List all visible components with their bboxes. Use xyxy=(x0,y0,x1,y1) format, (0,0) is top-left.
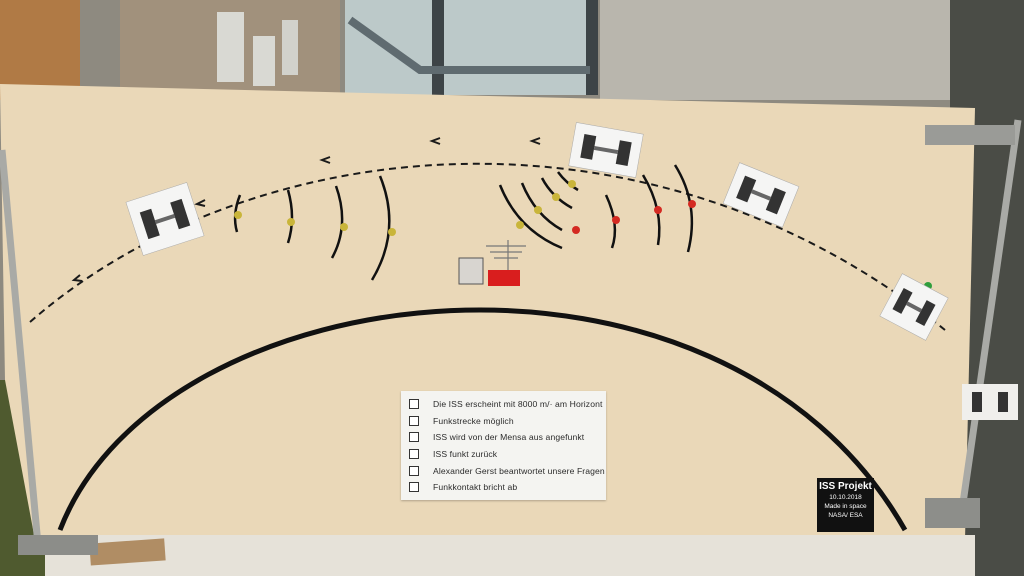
earth-horizon-arc xyxy=(57,307,908,532)
checklist-row: Alexander Gerst beantwortet unsere Frage… xyxy=(409,462,605,479)
building-icon xyxy=(458,257,484,285)
pin-yellow xyxy=(234,211,242,219)
cardboard-piece xyxy=(89,538,166,566)
pin-red xyxy=(572,226,580,234)
pin-yellow xyxy=(534,206,542,214)
iss-satellite-icon xyxy=(722,162,800,228)
project-date: 10.10.2018 xyxy=(829,494,862,501)
pin-yellow xyxy=(388,228,396,236)
stand-rod-right xyxy=(958,119,1022,511)
checklist-label: Die ISS erscheint mit 8000 m/· am Horizo… xyxy=(433,399,603,410)
clamp-top-right xyxy=(925,125,1015,145)
project-line-2: NASA/ ESA xyxy=(828,512,863,519)
checklist-label: Alexander Gerst beantwortet unsere Frage… xyxy=(433,465,605,476)
orbit-arrow xyxy=(429,137,441,145)
radio-wave-arc xyxy=(370,175,391,281)
window-frame xyxy=(586,0,598,95)
project-title: ISS Projekt xyxy=(819,481,872,492)
radio-wave-arc xyxy=(330,185,344,259)
checklist-label: Funkstrecke möglich xyxy=(433,415,514,426)
pin-red xyxy=(612,216,620,224)
checklist-label: Funkkontakt bricht ab xyxy=(433,482,518,493)
paper-notice xyxy=(253,36,275,86)
checklist-row: Funkkontakt bricht ab xyxy=(409,479,600,496)
radio-wave-arc xyxy=(286,189,294,244)
project-line-1: Made in space xyxy=(824,503,867,510)
checklist-label: ISS funkt zurück xyxy=(433,449,498,460)
stand-rod-left xyxy=(0,149,42,546)
pin-yellow xyxy=(287,218,295,226)
iss-satellite-icon xyxy=(962,384,1018,420)
checkbox[interactable] xyxy=(409,415,419,426)
radio-wave-arc xyxy=(498,184,563,250)
radio-wave-arc xyxy=(556,171,579,192)
checklist-row: Die ISS erscheint mit 8000 m/· am Horizo… xyxy=(409,396,603,413)
clamp-left xyxy=(18,535,98,555)
checklist-row: ISS wird von der Mensa aus angefunkt xyxy=(409,429,600,446)
mission-checklist: Die ISS erscheint mit 8000 m/· am Horizo… xyxy=(401,391,606,500)
paper-notice xyxy=(217,12,244,82)
pin-red xyxy=(654,206,662,214)
pin-yellow xyxy=(340,223,348,231)
checklist-row: Funkstrecke möglich xyxy=(409,413,600,430)
checkbox[interactable] xyxy=(409,465,419,476)
orbit-arrow xyxy=(529,137,541,145)
pin-yellow xyxy=(552,193,560,201)
iss-orbit-path xyxy=(29,162,946,331)
clamp-right xyxy=(925,498,980,528)
red-base-block xyxy=(488,270,520,286)
table-surface xyxy=(45,535,975,576)
orbit-arrow xyxy=(319,156,331,164)
pin-yellow xyxy=(516,221,524,229)
antenna-icon xyxy=(486,240,526,270)
pin-yellow xyxy=(568,180,576,188)
project-label: ISS Projekt 10.10.2018 Made in space NAS… xyxy=(817,478,874,532)
staircase xyxy=(347,16,590,74)
pin-red xyxy=(688,200,696,208)
wood-cabinet-left xyxy=(0,0,80,100)
orbit-arrow xyxy=(194,199,206,207)
grey-wall-right xyxy=(600,0,960,100)
iss-satellite-icon xyxy=(125,182,205,256)
orbit-arrow xyxy=(71,274,83,282)
checkbox[interactable] xyxy=(409,399,419,410)
checkbox[interactable] xyxy=(409,482,419,493)
checklist-label: ISS wird von der Mensa aus angefunkt xyxy=(433,432,585,443)
checkbox[interactable] xyxy=(409,432,419,443)
paper-notice xyxy=(282,20,298,75)
checklist-row: ISS funkt zurück xyxy=(409,446,600,463)
checkbox[interactable] xyxy=(409,449,419,460)
window-frame xyxy=(432,0,444,95)
iss-satellite-icon xyxy=(568,122,644,178)
iss-satellite-icon xyxy=(879,273,949,341)
